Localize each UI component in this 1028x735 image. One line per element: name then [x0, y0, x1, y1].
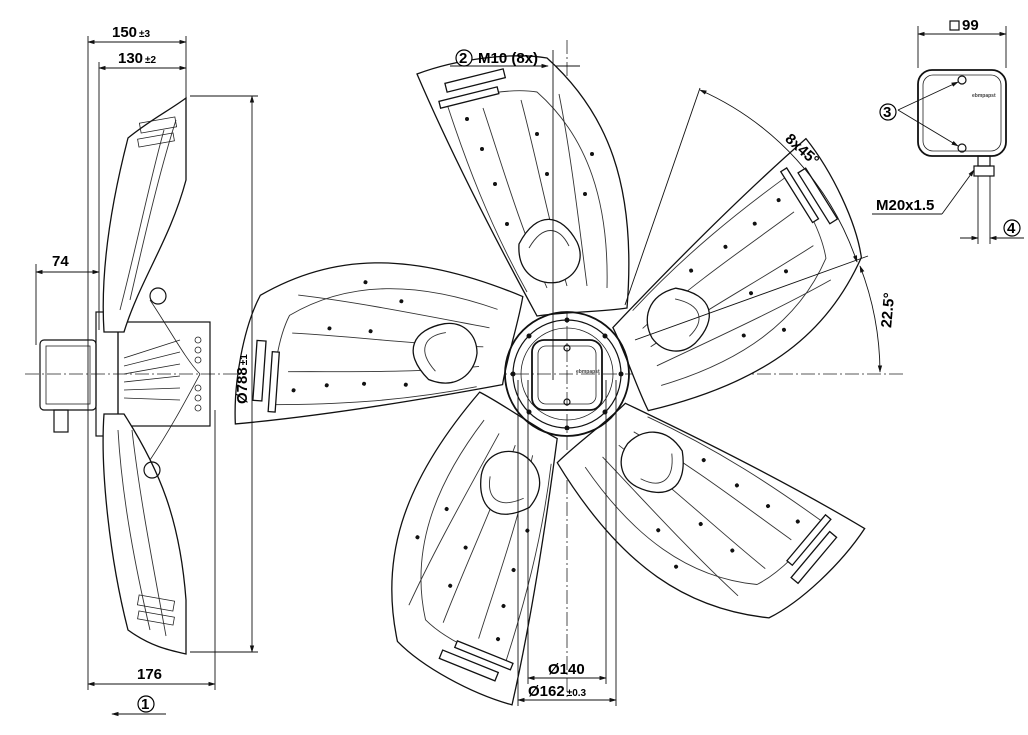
m10-label: M10 (8x)	[478, 50, 538, 67]
terminal-box	[917, 69, 1007, 157]
side-view: 150±3 130±2 74 176 Ø788±1 1	[25, 24, 258, 717]
width-130-label: 130±2	[118, 50, 157, 67]
side-blade-bottom	[102, 413, 187, 655]
diameter-788-label: Ø788±1	[234, 354, 251, 404]
terminal-box-front	[531, 339, 603, 411]
callout-2-label: 2	[459, 50, 467, 67]
hub-brand-mark: ebmpapst	[576, 369, 600, 375]
hub-diameter-dims: Ø140 Ø162±0.3	[517, 380, 617, 706]
square-symbol	[949, 20, 960, 31]
box-99-label: 99	[962, 17, 979, 34]
terminal-box-detail: 99 ebmpapst 4 3 M20x1.5	[872, 17, 1024, 244]
cable-gland	[977, 155, 991, 167]
callout-4-label: 4	[1007, 220, 1016, 237]
diameter-162-label: Ø162±0.3	[528, 683, 587, 700]
m20-label: M20x1.5	[876, 197, 934, 214]
diameter-140-label: Ø140	[548, 661, 585, 678]
cable-gland-side	[53, 409, 69, 433]
width-150-label: 150±3	[112, 24, 151, 41]
side-blade-top	[102, 96, 187, 333]
callout-1-label: 1	[141, 696, 149, 713]
depth-176-label: 176	[137, 666, 162, 683]
front-view: ebmpapst Ø140 Ø162±0.3 2 M10 (8x)	[217, 40, 905, 721]
callout-m10: 2 M10 (8x)	[450, 49, 580, 380]
callout-3-label: 3	[883, 104, 891, 121]
depth-74-label: 74	[52, 253, 69, 270]
box-brand-mark: ebmpapst	[972, 93, 996, 99]
angle-22-5-label: 22.5°	[878, 292, 898, 329]
